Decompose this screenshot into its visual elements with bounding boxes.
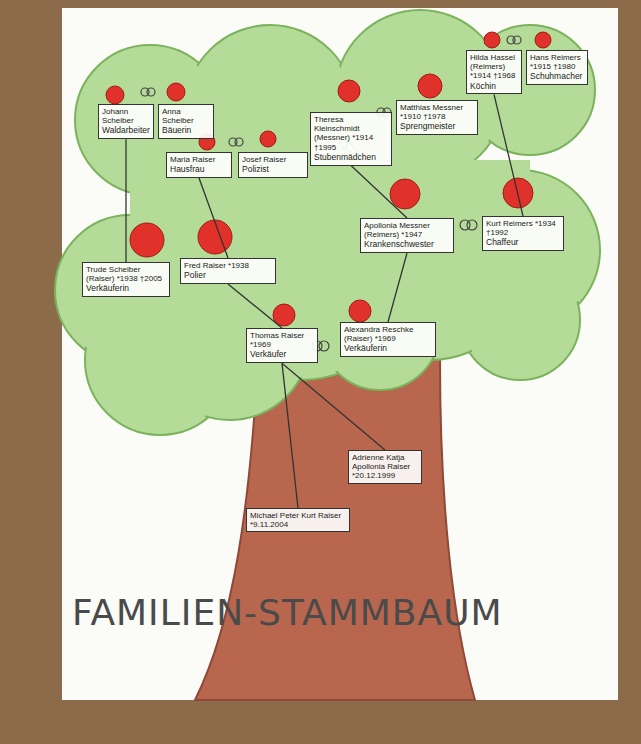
canopy — [55, 10, 600, 435]
occupation: Schuhmacher — [530, 72, 584, 82]
person-box: Maria RaiserHausfrau — [166, 152, 232, 178]
occupation: Stubenmädchen — [314, 153, 388, 163]
descent-line — [351, 166, 407, 218]
person-box: Kurt Reimers *1934 †1992Chaffeur — [482, 216, 564, 251]
paper — [62, 8, 618, 700]
descent-line — [494, 94, 523, 216]
occupation: Chaffeur — [486, 238, 560, 248]
title: FAMILIEN-STAMMBAUM — [72, 592, 503, 633]
occupation: Verkäuferin — [86, 284, 166, 294]
person-box: Fred Raiser *1938Polier — [180, 258, 276, 284]
descent-line — [125, 139, 126, 262]
person-box: Adrienne Katja Apollonia Raiser *20.12.1… — [348, 450, 422, 484]
occupation: Verkäufer — [250, 350, 314, 360]
person-name: Thomas Raiser *1969 — [250, 331, 314, 349]
person-name: Maria Raiser — [170, 155, 228, 164]
person-name: Michael Peter Kurt Raiser *9.11.2004 — [250, 511, 346, 529]
person-box: Johann ScheiberWaldarbeiter — [98, 104, 154, 139]
person-name: Hans Reimers *1915 †1980 — [530, 53, 584, 71]
occupation: Polizist — [242, 165, 304, 175]
person-name: Trude Scheiber (Raiser) *1938 †2005 — [86, 265, 166, 283]
person-box: Apollonia Messner (Reimers) *1947Kranken… — [360, 218, 454, 253]
occupation: Waldarbeiter — [102, 126, 150, 136]
wedding-rings — [141, 36, 521, 351]
person-box: Thomas Raiser *1969Verkäufer — [246, 328, 318, 363]
occupation: Bäuerin — [162, 126, 210, 136]
person-name: Josef Raiser — [242, 155, 304, 164]
person-name: Alexandra Reschke (Raiser) *1969 — [344, 325, 432, 343]
person-box: Matthias Messner *1910 †1978Sprengmeiste… — [396, 100, 478, 135]
occupation: Hausfrau — [170, 165, 228, 175]
occupation: Krankenschwester — [364, 240, 450, 250]
descent-line — [199, 178, 228, 258]
person-box: Anna ScheiberBäuerin — [158, 104, 214, 139]
person-name: Adrienne Katja Apollonia Raiser *20.12.1… — [352, 453, 418, 481]
person-box: Theresa Kleinschmidt (Messner) *1914 †19… — [310, 112, 392, 166]
descent-line — [388, 253, 407, 322]
person-name: Fred Raiser *1938 — [184, 261, 272, 270]
person-box: Hilda Hassel (Reimers) *1914 †1968Köchin — [466, 50, 522, 94]
occupation: Polier — [184, 271, 272, 281]
person-name: Johann Scheiber — [102, 107, 150, 125]
person-box: Hans Reimers *1915 †1980Schuhmacher — [526, 50, 588, 85]
occupation: Verkäuferin — [344, 344, 432, 354]
descent-line — [282, 363, 385, 450]
descent-line — [228, 284, 282, 328]
occupation: Köchin — [470, 82, 518, 92]
apples — [106, 32, 551, 326]
occupation: Sprengmeister — [400, 122, 474, 132]
person-box: Alexandra Reschke (Raiser) *1969Verkäufe… — [340, 322, 436, 357]
person-name: Hilda Hassel (Reimers) *1914 †1968 — [470, 53, 518, 81]
descent-line — [282, 363, 298, 508]
person-name: Apollonia Messner (Reimers) *1947 — [364, 221, 450, 239]
person-box: Josef RaiserPolizist — [238, 152, 308, 178]
person-name: Theresa Kleinschmidt (Messner) *1914 †19… — [314, 115, 388, 152]
person-name: Matthias Messner *1910 †1978 — [400, 103, 474, 121]
person-name: Kurt Reimers *1934 †1992 — [486, 219, 560, 237]
canopy-fill — [58, 13, 597, 432]
person-box: Trude Scheiber (Raiser) *1938 †2005Verkä… — [82, 262, 170, 297]
person-name: Anna Scheiber — [162, 107, 210, 125]
person-box: Michael Peter Kurt Raiser *9.11.2004 — [246, 508, 350, 532]
